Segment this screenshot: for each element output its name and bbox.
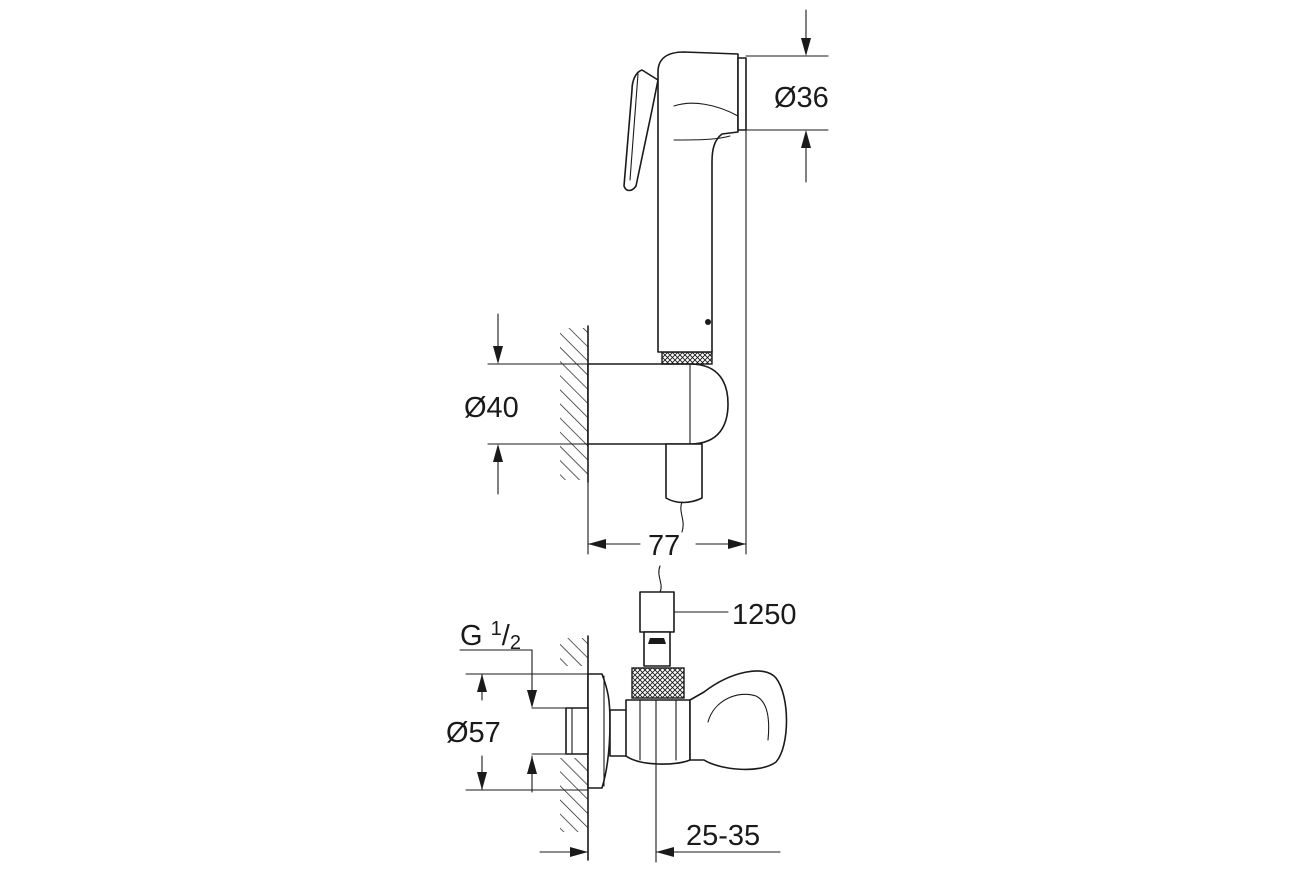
dim-holder-projection: 77 [587,129,747,562]
hose-length-label: 1250 [732,599,797,631]
dim-holder-diameter: Ø40 [464,313,589,495]
thread-label: G 1/2 [460,618,521,654]
handset [623,51,747,365]
upper-wall [560,325,589,483]
dim-handset-diameter: Ø36 [745,9,829,183]
angle-valve [565,667,788,789]
valve-depth-label: 25-35 [686,820,760,852]
dim-thread: G 1/2 [459,618,567,793]
dim-valve-depth: 25-35 [539,699,781,863]
wall-holder [587,363,729,533]
handset-diameter-label: Ø36 [774,82,829,114]
holder-projection-label: 77 [648,530,680,562]
rosette-diameter-label: Ø57 [446,717,501,749]
dim-hose-length: 1250 [673,599,797,631]
dim-rosette-diameter: Ø57 [446,673,589,791]
hose-lower [639,565,675,667]
holder-diameter-label: Ø40 [464,392,519,424]
